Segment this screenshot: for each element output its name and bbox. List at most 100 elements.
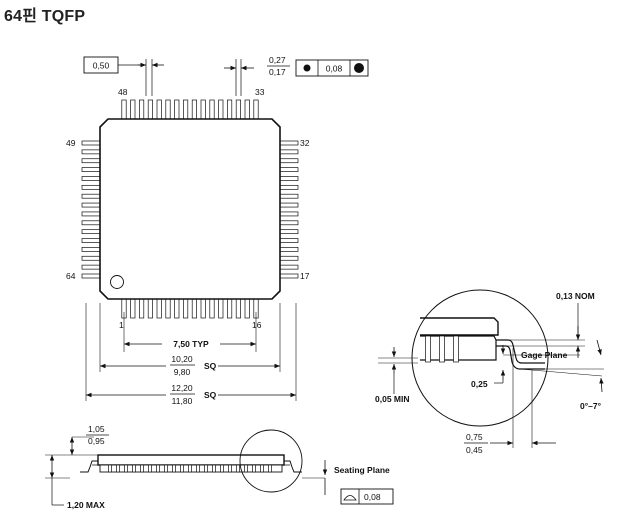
lead	[279, 264, 299, 270]
lead	[174, 298, 180, 319]
lead	[81, 273, 101, 279]
lead	[156, 99, 162, 120]
detail-circle-small	[239, 429, 303, 493]
leadw-max: 0,27	[269, 55, 286, 65]
lead	[172, 464, 176, 473]
lead	[132, 464, 136, 473]
detail-body-top	[420, 317, 499, 336]
lead	[81, 238, 101, 243]
pin-49-label: 49	[66, 138, 76, 148]
lead	[124, 464, 128, 473]
lead	[191, 99, 197, 120]
lead	[81, 193, 101, 199]
lead	[252, 464, 256, 473]
lead	[183, 99, 189, 120]
lead	[204, 464, 208, 473]
angle-arrow-top	[596, 339, 602, 356]
lead	[108, 464, 112, 473]
lead	[279, 229, 299, 235]
lead	[279, 184, 299, 190]
lead	[81, 229, 101, 235]
lead	[244, 298, 250, 319]
lead	[81, 176, 101, 181]
min-label: 0,05 MIN	[375, 394, 410, 404]
side-h-max: 1,05	[88, 424, 105, 434]
lead	[236, 464, 240, 473]
lead	[174, 99, 180, 120]
leads-left	[81, 140, 101, 279]
lead	[279, 140, 299, 146]
lead	[147, 99, 153, 120]
lead	[209, 298, 215, 319]
lead	[130, 298, 136, 319]
gageh-label: 0,25	[471, 379, 488, 389]
lead	[218, 99, 224, 120]
lead	[200, 99, 206, 120]
lead	[235, 298, 241, 319]
pin1-marker	[110, 275, 124, 289]
detail-lead-outer	[496, 339, 545, 364]
lead	[147, 298, 153, 319]
lead	[140, 464, 144, 473]
lead	[139, 99, 145, 120]
package-body	[99, 118, 281, 300]
lead	[279, 211, 299, 217]
pin-32-label: 32	[300, 138, 310, 148]
lead	[253, 99, 259, 120]
profile-icon	[343, 495, 357, 501]
lead	[279, 247, 299, 252]
overall-sq: SQ	[204, 390, 217, 400]
lead	[209, 99, 215, 120]
lead	[139, 298, 145, 319]
lead	[81, 158, 101, 164]
lead	[279, 273, 299, 279]
lead	[191, 298, 197, 319]
pitch-label: 0,50	[93, 61, 110, 71]
lead	[156, 298, 162, 319]
pin-64-label: 64	[66, 271, 76, 281]
lead	[81, 140, 101, 146]
lead	[156, 464, 160, 473]
pin-17-label: 17	[300, 271, 310, 281]
lead	[235, 99, 241, 120]
lead	[81, 211, 101, 217]
foot-min: 0,45	[466, 445, 483, 455]
lead	[279, 193, 299, 199]
side-h-min: 0,95	[88, 436, 105, 446]
lead	[121, 99, 127, 120]
lead	[81, 202, 101, 208]
lead	[200, 298, 206, 319]
nom-label: 0,13 NOM	[556, 291, 595, 301]
gage-label: Gage Plane	[521, 350, 568, 360]
pin-1-label: 1	[119, 320, 124, 330]
lead	[180, 464, 184, 473]
lead	[188, 464, 192, 473]
detail-lead-inner	[496, 345, 545, 370]
side-total-label: 1,20 MAX	[67, 500, 105, 510]
position-icon	[303, 64, 311, 72]
typ-label: 7,50 TYP	[173, 339, 209, 349]
lead	[227, 298, 233, 319]
side-lead-left	[80, 460, 98, 473]
tolerance-value: 0,08	[326, 64, 343, 74]
lead	[130, 99, 136, 120]
lead	[81, 220, 101, 226]
lead	[244, 464, 248, 473]
angle-arrow-bottom	[599, 377, 604, 393]
lead	[279, 176, 299, 181]
overall-min: 11,80	[172, 396, 193, 406]
pin-48-label: 48	[118, 87, 128, 97]
leads-detail	[425, 335, 459, 363]
lead	[81, 184, 101, 190]
lead	[196, 464, 200, 473]
lead	[244, 99, 250, 120]
coplanarity-value: 0,08	[364, 492, 381, 502]
lead	[279, 255, 299, 261]
side-body	[97, 454, 285, 466]
lead	[260, 464, 264, 473]
pin-33-label: 33	[255, 87, 265, 97]
leadw-min: 0,17	[269, 67, 286, 77]
lead	[439, 335, 445, 363]
lead	[81, 167, 101, 172]
leads-right	[279, 140, 299, 279]
